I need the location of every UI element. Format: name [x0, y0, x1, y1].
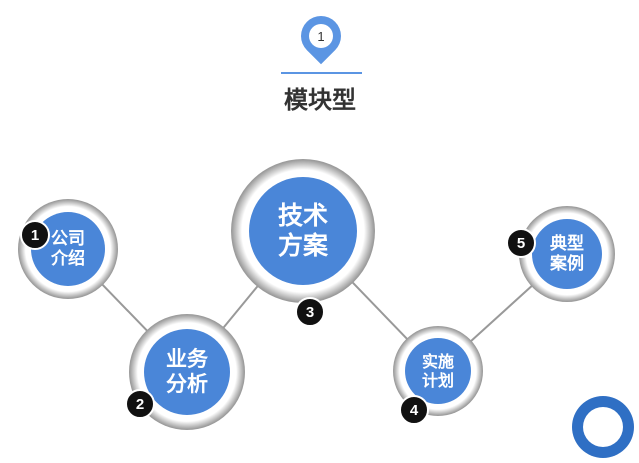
node-2: 业务分析	[129, 314, 245, 430]
page-title: 模块型	[284, 86, 356, 114]
node-label: 典型	[550, 233, 584, 254]
badge-2: 2	[125, 389, 155, 419]
step-number: 1	[309, 24, 333, 48]
node-label: 计划	[421, 371, 454, 390]
node-label: 业务	[166, 346, 208, 371]
divider	[281, 72, 362, 74]
node-1: 公司介绍	[18, 199, 118, 299]
node-label: 案例	[550, 254, 584, 274]
badge-4: 4	[399, 395, 429, 425]
node-3: 技术方案	[231, 159, 375, 303]
node-label: 分析	[166, 372, 208, 396]
badge-1: 1	[20, 220, 50, 250]
school-logo	[572, 396, 634, 458]
node-label: 技术	[277, 201, 328, 230]
node-label: 介绍	[51, 249, 85, 269]
node-5: 典型案例	[519, 206, 615, 302]
badge-3: 3	[295, 297, 325, 327]
node-label: 实施	[421, 351, 454, 371]
node-label: 方案	[277, 231, 328, 260]
node-label: 公司	[51, 228, 85, 249]
node-4: 实施计划	[393, 326, 483, 416]
badge-5: 5	[506, 228, 536, 258]
